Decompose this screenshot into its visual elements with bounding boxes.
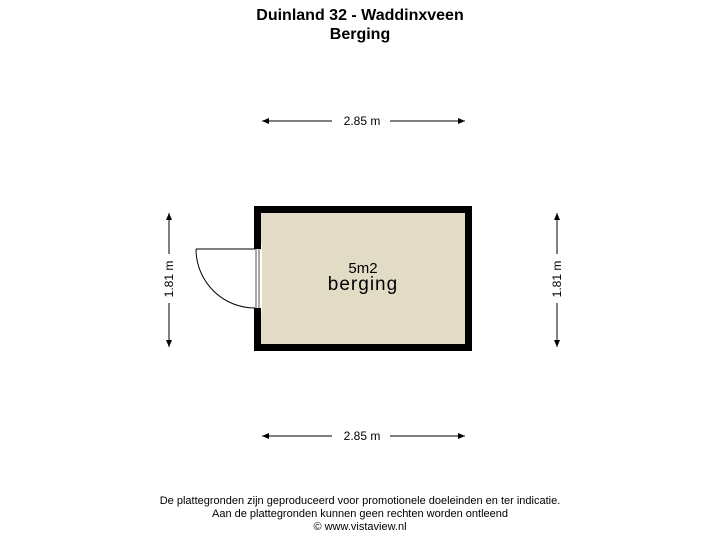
plan-title: Duinland 32 - Waddinxveen xyxy=(256,7,464,24)
disclaimer-line-2: Aan de plattegronden kunnen geen rechten… xyxy=(211,508,508,520)
dimension-right-height: 1.81 m xyxy=(550,213,564,347)
dimension-label-top: 2.85 m xyxy=(344,114,381,128)
copyright-line: © www.vistaview.nl xyxy=(313,521,407,533)
disclaimer-line-1: De plattegronden zijn geproduceerd voor … xyxy=(159,495,561,507)
door-swing-arc xyxy=(195,248,256,309)
dimension-label-right: 1.81 m xyxy=(550,261,564,298)
door xyxy=(195,244,262,313)
dimension-left-height: 1.81 m xyxy=(162,213,176,347)
dimension-label-bottom: 2.85 m xyxy=(344,429,381,443)
room-name: berging xyxy=(328,274,398,295)
floor-name: Berging xyxy=(329,26,391,43)
room-area: 5m2 xyxy=(348,260,377,277)
dimension-label-left: 1.81 m xyxy=(162,261,176,298)
dimension-bottom-width: 2.85 m xyxy=(262,429,465,443)
room-floor xyxy=(261,213,465,344)
dimension-top-width: 2.85 m xyxy=(262,114,465,128)
